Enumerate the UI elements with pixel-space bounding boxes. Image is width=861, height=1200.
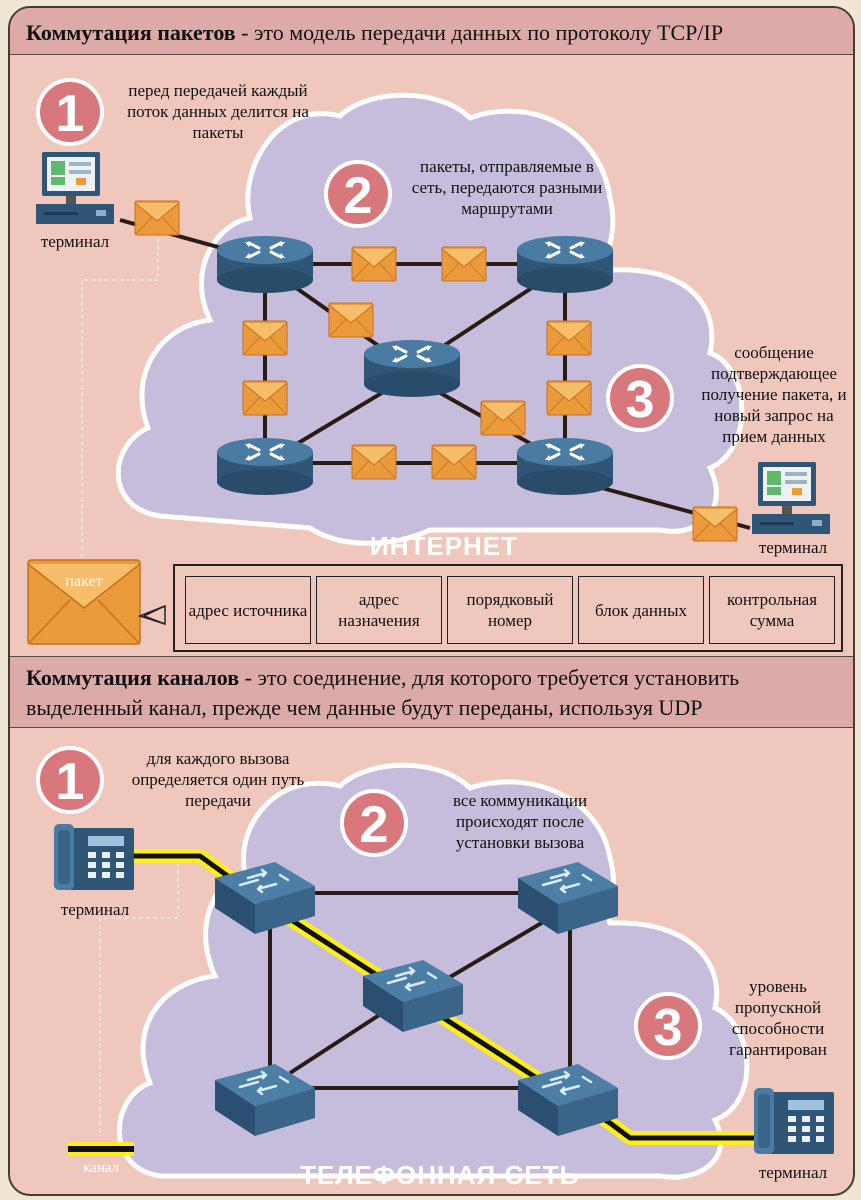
router-icon	[215, 234, 315, 294]
packet-structure: адрес источника адрес назначения порядко…	[173, 564, 843, 652]
packet-envelope-icon	[431, 444, 477, 480]
packet-field: контрольная сумма	[709, 576, 835, 644]
packet-field: адрес источника	[185, 576, 311, 644]
step-badge: 1	[36, 746, 104, 814]
terminal-label: терминал	[758, 538, 828, 557]
step1-text: перед передачей каждый поток данных дели…	[127, 81, 309, 142]
channel-legend-icon	[68, 1142, 134, 1156]
packet-envelope-icon	[546, 380, 592, 416]
step2-text: пакеты, отправляемые в сеть, передаются …	[411, 157, 603, 218]
packet-envelope-icon	[242, 380, 288, 416]
svg-text:2: 2	[360, 796, 389, 854]
channel-label: канал	[82, 1160, 120, 1176]
internet-cloud	[115, 92, 745, 546]
svg-text:1: 1	[56, 753, 85, 811]
packet-envelope-icon	[546, 320, 592, 356]
terminal-label: терминал	[40, 232, 110, 251]
terminal-label: терминал	[60, 900, 130, 919]
svg-text:2: 2	[344, 167, 373, 225]
packet-field: адрес назначения	[316, 576, 442, 644]
diagram-graphics: 1 2 3 пакет	[27, 78, 834, 1180]
channel-links	[268, 891, 572, 1090]
telephone-network-label: ТЕЛЕФОННАЯ СЕТЬ	[300, 1160, 580, 1190]
step3-text: сообщение подтверждающее получение пакет…	[701, 343, 847, 446]
step-badge: 1	[36, 78, 104, 146]
svg-text:1: 1	[56, 85, 85, 143]
packet-field: порядковый номер	[447, 576, 573, 644]
step-badge: 3	[606, 364, 674, 432]
packet-envelope-icon	[480, 400, 526, 436]
packet-envelope-icon	[134, 200, 180, 236]
circuit-switching-title: Коммутация каналов - это соединение, для…	[26, 665, 740, 720]
router-icon	[215, 436, 315, 496]
packet-envelope-icon	[351, 444, 397, 480]
packet-big-envelope-icon: пакет	[27, 559, 141, 645]
svg-text:3: 3	[654, 999, 683, 1057]
packet-envelope-icon	[351, 246, 397, 282]
circuit-switching-title-bar: Коммутация каналов - это соединение, для…	[10, 656, 853, 728]
packet-field: блок данных	[578, 576, 704, 644]
computer-terminal-icon	[36, 152, 114, 224]
internet-label: ИНТЕРНЕТ	[370, 531, 519, 561]
svg-text:3: 3	[626, 371, 655, 429]
svg-text:пакет: пакет	[65, 573, 102, 590]
step2-text: все коммуникации происходят после устано…	[452, 791, 588, 852]
computer-terminal-icon	[752, 462, 830, 534]
telephone-terminal-icon	[754, 1088, 834, 1154]
step-badge: 2	[340, 789, 408, 857]
packet-envelope-icon	[242, 320, 288, 356]
step-badge: 2	[324, 160, 392, 228]
packet-envelope-icon	[692, 506, 738, 542]
packet-switching-title: Коммутация пакетов - это модель передачи…	[26, 20, 724, 45]
step1-text: для каждого вызова определяется один пут…	[131, 749, 305, 810]
telephone-terminal-icon	[54, 824, 134, 890]
packet-envelope-icon	[441, 246, 487, 282]
packet-switching-title-bar: Коммутация пакетов - это модель передачи…	[10, 8, 853, 55]
step-badge: 3	[634, 992, 702, 1060]
router-icon	[515, 234, 615, 294]
packet-envelope-icon	[328, 302, 374, 338]
router-icon	[362, 338, 462, 398]
router-icon	[515, 436, 615, 496]
infographic-frame: 1 2 3 пакет	[8, 6, 855, 1196]
terminal-label: терминал	[758, 1163, 828, 1182]
step3-text: уровень пропускной способности гарантиро…	[729, 977, 827, 1059]
